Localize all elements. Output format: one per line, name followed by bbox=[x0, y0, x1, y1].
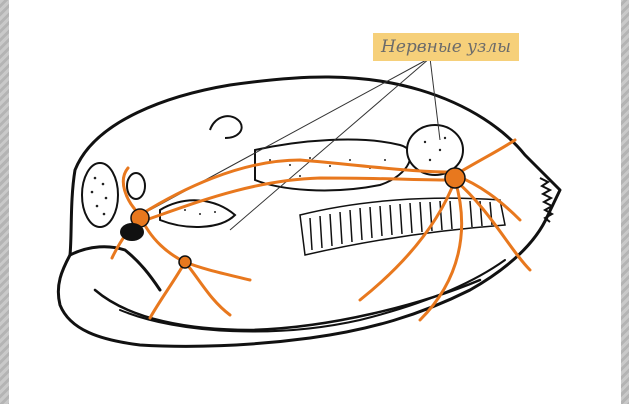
dark-organ bbox=[120, 223, 144, 241]
gill-plates bbox=[300, 198, 505, 255]
nerve-ganglia-label: Нервные узлы bbox=[373, 33, 519, 61]
mantle-fold bbox=[210, 116, 242, 138]
gland-small bbox=[160, 200, 235, 227]
serrated-edge bbox=[540, 178, 552, 222]
